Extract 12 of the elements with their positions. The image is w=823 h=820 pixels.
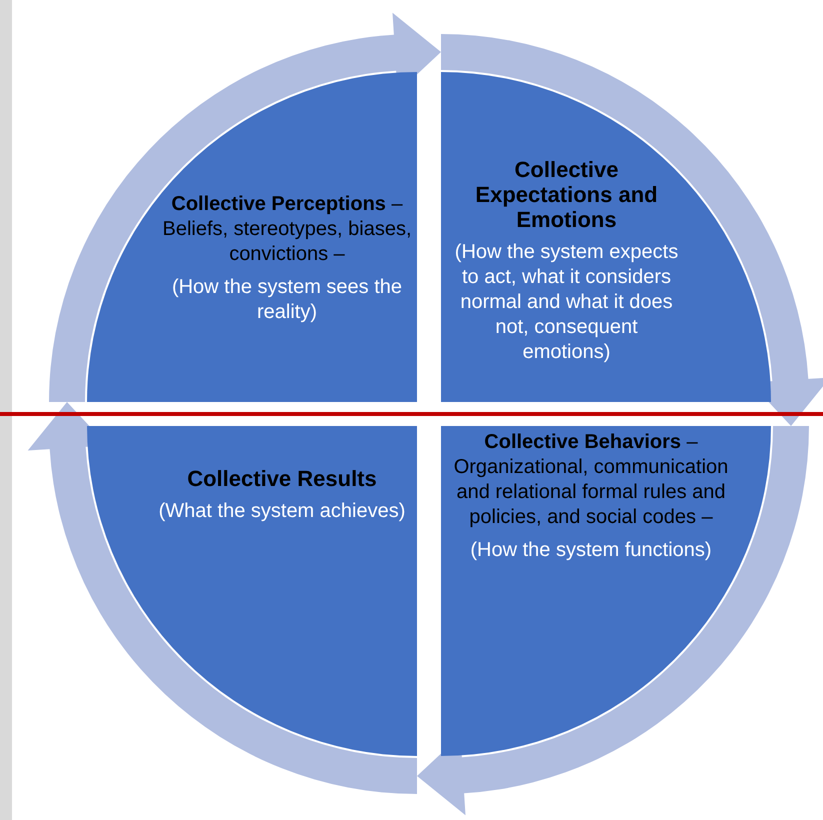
- quadrant-description: (How the system sees the reality): [170, 275, 404, 325]
- curved-arrow: [28, 402, 417, 794]
- quadrant-heading: Collective Perceptions – Beliefs, stereotypes, biases, convictions –: [162, 192, 412, 267]
- curved-arrow: [417, 426, 809, 816]
- quadrant-heading: Collective Results: [186, 466, 378, 491]
- quadrant-description: (How the system expects to act, what it considers normal and what it does not, consequent emotions): [454, 240, 680, 365]
- quadrant-heading: Collective Expectations and Emotions: [474, 157, 659, 232]
- curved-arrow: [441, 34, 823, 426]
- quadrant-description: (What the system achieves): [158, 499, 406, 524]
- quadrant-heading: Collective Behaviors – Organizational, communication and relational formal rules and policies, and social codes –: [452, 430, 730, 530]
- curved-arrow: [49, 12, 441, 402]
- quadrant-description: (How the system functions): [469, 538, 713, 563]
